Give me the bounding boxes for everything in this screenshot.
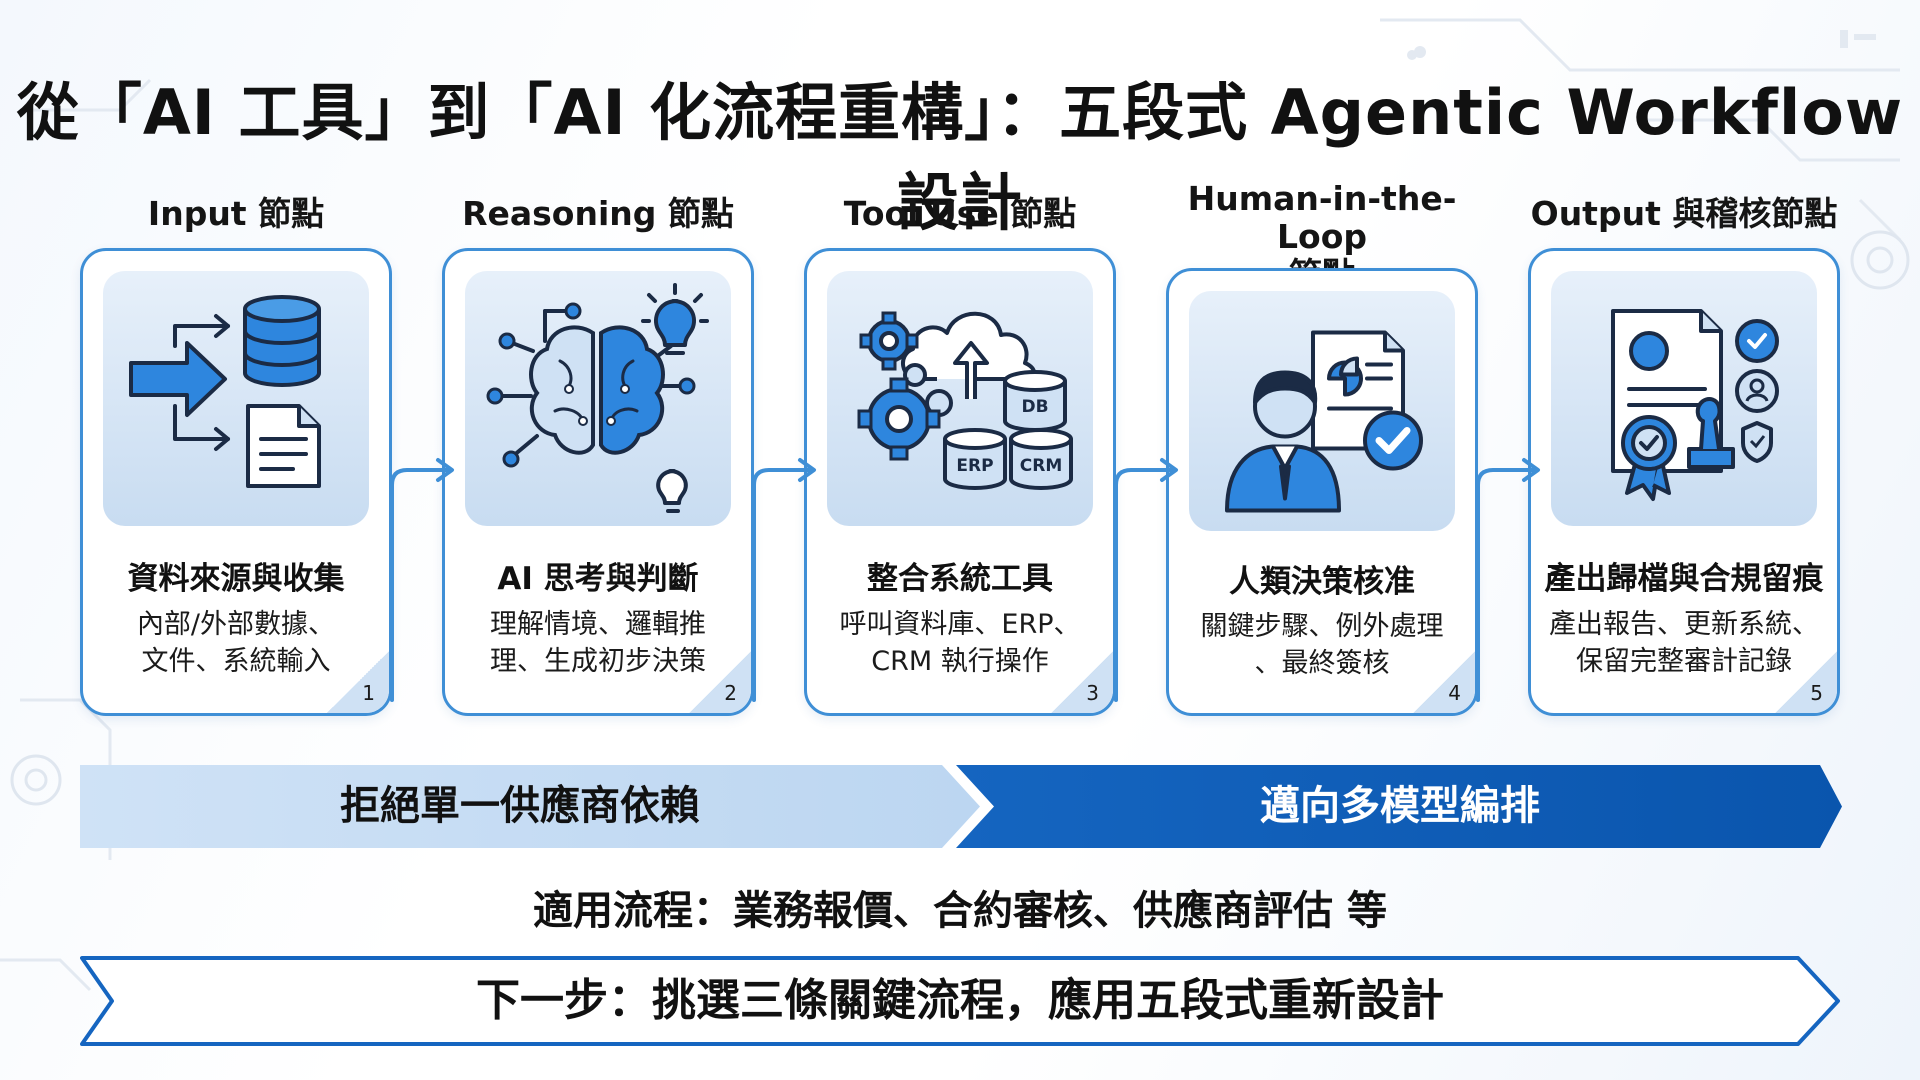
stage-title: 整合系統工具 [867,561,1053,597]
stage-description: 關鍵步驟、例外處理 、最終簽核 [1200,611,1444,679]
ai-brain-icon [465,271,731,526]
corner-fold [323,647,389,713]
stage-heading: Output 與稽核節點 [1530,194,1838,233]
stage-card: 人類決策核准 關鍵步驟、例外處理 、最終簽核 4 [1166,268,1478,716]
banner-left-segment [80,765,980,848]
stage-title: 資料來源與收集 [127,561,345,597]
stage-description: 理解情境、邏輯推 理、生成初步決策 [490,609,706,677]
stage-card: AI 思考與判斷 理解情境、邏輯推 理、生成初步決策 2 [442,248,754,716]
banner-right-segment [956,765,1842,848]
tool-integration-icon: DB ERP CRM [827,271,1093,526]
stage-number: 5 [1810,681,1823,705]
stage-description: 呼叫資料庫、ERP、 CRM 執行操作 [839,609,1081,677]
stage-heading: Reasoning 節點 [462,194,734,233]
banner-left-text: 拒絕單一供應商依賴 [340,783,700,829]
audit-output-icon [1551,271,1817,526]
data-input-icon [103,271,369,526]
next-step-text: 下一步：挑選三條關鍵流程，應用五段式重新設計 [476,975,1444,1026]
stage-number: 4 [1448,681,1461,705]
corner-fold [1771,647,1837,713]
stage-number: 3 [1086,681,1099,705]
strategy-banner [80,765,1842,848]
stage-description: 內部/外部數據、 文件、系統輸入 [136,609,336,677]
stage-card: 資料來源與收集 內部/外部數據、 文件、系統輸入 1 [80,248,392,716]
page-title: 從「AI 工具」到「AI 化流程重構」：五段式 Agentic Workflow… [16,76,1904,239]
applicable-processes: 適用流程：業務報價、合約審核、供應商評估 等 [533,888,1387,934]
erp-label: ERP [956,456,993,476]
corner-fold [1047,647,1113,713]
human-approval-icon [1189,291,1455,531]
stage-description: 產出報告、更新系統、 保留完整審計記錄 [1549,609,1819,677]
stage-heading: Input 節點 [147,194,325,233]
banner-right-text: 邁向多模型編排 [1260,783,1540,829]
stage-title: AI 思考與判斷 [497,561,699,597]
stage-title: 產出歸檔與合規留痕 [1544,561,1824,597]
stage-heading: Tool Use 節點 [843,194,1077,233]
corner-fold [685,647,751,713]
stage-card: DB ERP CRM 整合系統工具 呼叫資料庫、ERP、 CRM 執行操作 3 [804,248,1116,716]
stage-number: 2 [724,681,737,705]
stage-number: 1 [362,681,375,705]
db-label: DB [1021,397,1048,417]
stage-title: 人類決策核准 [1229,564,1415,600]
corner-fold [1409,647,1475,713]
crm-label: CRM [1020,456,1062,476]
stage-card: 產出歸檔與合規留痕 產出報告、更新系統、 保留完整審計記錄 5 [1528,248,1840,716]
